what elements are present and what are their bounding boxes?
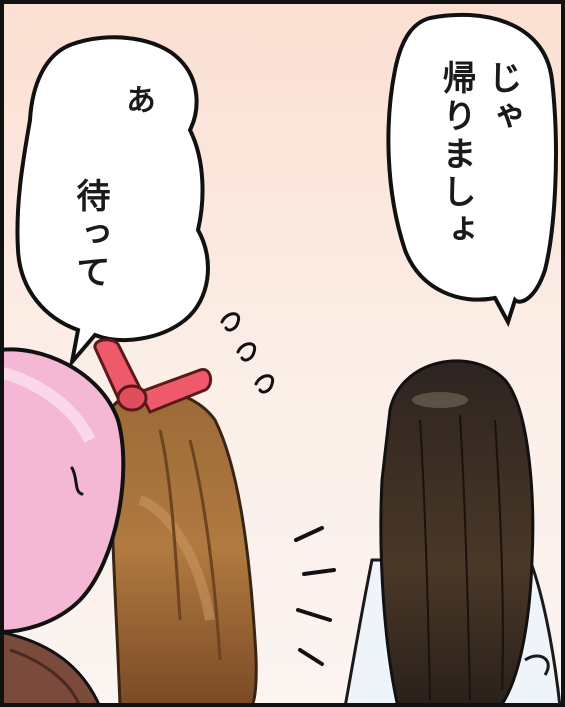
pink-hair-character bbox=[0, 347, 126, 707]
dark-hair-character bbox=[343, 359, 562, 707]
brown-hair-character bbox=[93, 338, 258, 707]
speech-bubble-left bbox=[15, 35, 210, 370]
bubble-left-line-2: 待って bbox=[70, 178, 110, 292]
bubble-left-line-1: あ bbox=[120, 84, 155, 118]
motion-curls bbox=[220, 312, 275, 394]
speech-bubble-right bbox=[386, 12, 558, 328]
bubble-right-line-2: 帰りましょ bbox=[436, 60, 476, 250]
speed-lines bbox=[294, 526, 336, 666]
bubble-right-line-1: じゃ bbox=[482, 60, 522, 136]
